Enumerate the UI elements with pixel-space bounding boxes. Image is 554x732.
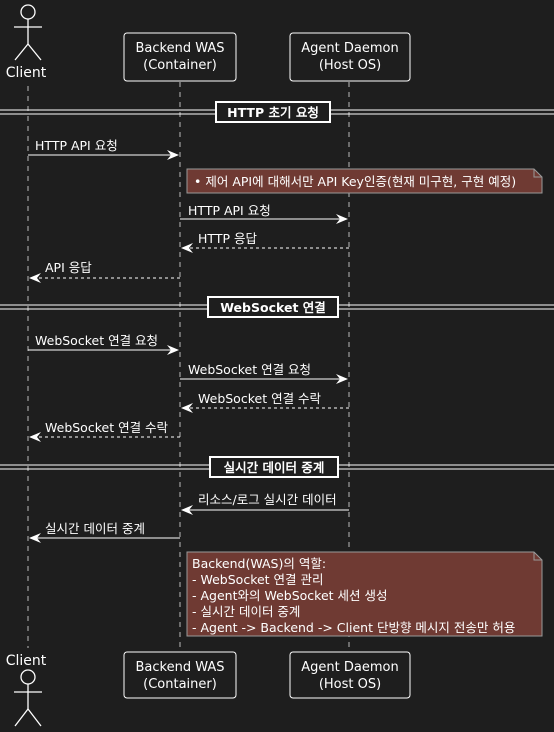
participant-backend-bottom: Backend WAS (Container): [123, 651, 237, 699]
message-ws-connect-request-2: WebSocket 연결 요청: [180, 362, 348, 384]
message-ws-connect-accept-2: WebSocket 연결 수락: [29, 420, 180, 442]
section-divider-http: HTTP 초기 요청: [0, 101, 554, 123]
actor-figure-icon: [14, 4, 42, 61]
message-label: HTTP API 요청: [188, 203, 271, 218]
message-http-api-request-1: HTTP API 요청: [28, 138, 179, 160]
section-label-http: HTTP 초기 요청: [227, 105, 319, 120]
participant-agent-bottom: Agent Daemon (Host OS): [289, 651, 411, 699]
message-label: HTTP API 요청: [35, 138, 118, 153]
message-label: WebSocket 연결 요청: [188, 362, 311, 377]
section-label-realtime: 실시간 데이터 중계: [224, 460, 325, 475]
note-role-line-4: - 실시간 데이터 중계: [192, 604, 300, 619]
actor-figure-icon: [14, 669, 42, 727]
participant-agent-line1: Agent Daemon: [301, 660, 398, 675]
message-label: HTTP 응답: [198, 231, 257, 246]
note-backend-role: Backend(WAS)의 역할: - WebSocket 연결 관리 - Ag…: [186, 551, 543, 637]
participant-agent-line2: (Host OS): [319, 677, 381, 692]
message-http-api-request-2: HTTP API 요청: [180, 203, 348, 224]
note-api-key: • 제어 API에 대해서만 API Key인증(현재 미구현, 구현 예정): [186, 168, 543, 194]
participant-agent-top: Agent Daemon (Host OS): [289, 32, 411, 82]
actor-client-label: Client: [6, 65, 47, 81]
note-role-line-3: - Agent와의 WebSocket 세션 생성: [192, 588, 388, 603]
section-divider-websocket: WebSocket 연결: [0, 296, 554, 318]
note-api-key-text: • 제어 API에 대해서만 API Key인증(현재 미구현, 구현 예정): [194, 174, 516, 189]
participant-backend-line1: Backend WAS: [135, 660, 224, 675]
actor-client-top: Client: [6, 4, 47, 81]
note-role-line-2: - WebSocket 연결 관리: [192, 572, 324, 587]
message-realtime-data: 리소스/로그 실시간 데이터: [181, 492, 349, 515]
note-role-line-1: Backend(WAS)의 역할:: [192, 556, 326, 571]
message-label: WebSocket 연결 수락: [198, 391, 322, 406]
message-http-response: HTTP 응답: [181, 231, 349, 253]
participant-backend-line2: (Container): [143, 677, 217, 692]
participant-agent-line2: (Host OS): [319, 58, 381, 73]
message-api-response: API 응답: [29, 260, 180, 283]
message-realtime-relay: 실시간 데이터 중계: [29, 521, 180, 543]
participant-backend-line1: Backend WAS: [135, 41, 224, 56]
note-role-line-5: - Agent -> Backend -> Client 단방향 메시지 전송만…: [192, 620, 515, 635]
message-label: WebSocket 연결 수락: [45, 420, 169, 435]
actor-client-label: Client: [6, 653, 47, 669]
participant-backend-line2: (Container): [143, 58, 217, 73]
message-ws-connect-accept-1: WebSocket 연결 수락: [181, 391, 349, 413]
actor-client-bottom: Client: [6, 653, 47, 727]
section-label-websocket: WebSocket 연결: [220, 300, 326, 315]
participant-backend-top: Backend WAS (Container): [123, 32, 237, 82]
participant-agent-line1: Agent Daemon: [301, 41, 398, 56]
section-divider-realtime: 실시간 데이터 중계: [0, 456, 554, 478]
message-label: API 응답: [45, 260, 92, 275]
message-label: 실시간 데이터 중계: [45, 521, 145, 536]
message-label: 리소스/로그 실시간 데이터: [198, 492, 337, 507]
message-label: WebSocket 연결 요청: [35, 333, 158, 348]
message-ws-connect-request-1: WebSocket 연결 요청: [28, 333, 179, 355]
